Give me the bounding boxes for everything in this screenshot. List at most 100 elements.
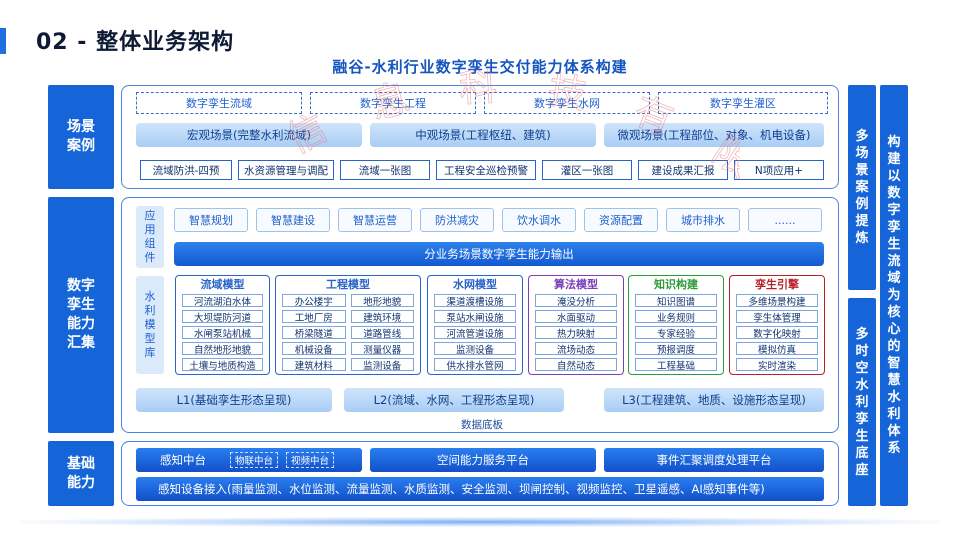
layer-label-base: 基础 能力 (48, 441, 114, 506)
right-column-char: 孪 (855, 411, 869, 427)
right-column-char: 多 (855, 326, 869, 342)
model-item: 工程基础 (635, 358, 717, 372)
scene-app-item: 流域一张图 (340, 160, 430, 180)
right-column-char: 慧 (887, 373, 901, 388)
model-tag-char: 库 (144, 346, 156, 359)
app-tag-char: 应 (144, 209, 156, 222)
right-column-char: 空 (855, 360, 869, 376)
model-item: 水面驱动 (535, 310, 617, 324)
app-tag-char: 组 (144, 237, 156, 250)
layer-label-scene: 场景 案例 (48, 85, 114, 189)
right-column-char: 以 (887, 169, 901, 184)
model-column-title: 流域模型 (200, 278, 245, 291)
scene-app-item: N项应用+ (734, 160, 824, 180)
model-column: 算法模型淹没分析水面驱动热力映射流场动态自然动态 (528, 275, 624, 375)
model-item: 桥梁隧道 (282, 326, 346, 340)
right-column-char: 流 (887, 254, 901, 269)
model-column: 工程模型办公楼宇地形地貌工地厂房建筑环境桥梁隧道道路管线机械设备测量仪器建筑材料… (275, 275, 421, 375)
right-column-char: 时 (855, 343, 869, 359)
scene-app-item: 灌区一张图 (542, 160, 632, 180)
spatial-service-platform: 空间能力服务平台 (370, 448, 596, 472)
right-column-multi-time: 多时空水利孪生底座 (848, 298, 876, 506)
model-item: 机械设备 (282, 342, 346, 356)
model-item: 河流管道设施 (434, 326, 516, 340)
model-item: 建筑环境 (350, 310, 414, 324)
right-column-char: 孪 (887, 220, 901, 235)
model-item: 流场动态 (535, 342, 617, 356)
model-item: 大坝堤防河道 (182, 310, 263, 324)
model-tag-char: 水 (144, 290, 156, 303)
scene-bottom-row: 流域防洪-四预 水资源管理与调配 流域一张图 工程安全巡检预警 灌区一张图 建设… (140, 160, 824, 180)
app-item: 智慧运营 (338, 208, 412, 232)
model-item: 实时渲染 (736, 358, 818, 372)
model-item: 专家经验 (635, 326, 717, 340)
right-column-core: 构建以数字孪生流域为核心的智慧水利体系 (880, 85, 908, 506)
model-tag-char: 型 (144, 332, 156, 345)
right-column-char: 字 (887, 203, 901, 218)
right-column-multi-scene: 多场景案例提炼 (848, 85, 876, 290)
perception-platform-label: 感知中台 (160, 453, 206, 467)
video-platform-tag: 视频中台 (286, 452, 335, 468)
model-item: 土壤与地质构造 (182, 358, 263, 372)
right-column-char: 案 (855, 180, 869, 195)
right-column-char: 炼 (855, 231, 869, 246)
app-component-tag: 应用组件 (136, 206, 164, 268)
scene-meso: 中观场景(工程枢纽、建筑) (370, 123, 596, 147)
right-column-char: 水 (855, 377, 869, 393)
scene-top-item: 数字孪生灌区 (658, 92, 828, 114)
model-item: 河流湖泊水体 (182, 294, 263, 308)
model-item: 地形地貌 (350, 294, 414, 308)
model-item: 数字化映射 (736, 326, 818, 340)
right-column-char: 生 (855, 428, 869, 444)
right-column-char: 体 (887, 424, 901, 439)
model-tag-char: 模 (144, 318, 156, 331)
right-column-char: 数 (887, 186, 901, 201)
app-item: 智慧建设 (256, 208, 330, 232)
model-item: 孪生体管理 (736, 310, 818, 324)
right-column-char: 底 (855, 445, 869, 461)
scene-app-item: 流域防洪-四预 (140, 160, 232, 180)
model-item: 淹没分析 (535, 294, 617, 308)
model-column-title: 水网模型 (453, 278, 497, 291)
right-column-char: 生 (887, 237, 901, 252)
app-item: 城市排水 (666, 208, 740, 232)
model-item: 水闸泵站机械 (182, 326, 263, 340)
model-item: 测量仪器 (350, 342, 414, 356)
base-panel: 感知中台 物联中台 视频中台 空间能力服务平台 事件汇聚调度处理平台 感知设备接… (121, 441, 839, 506)
model-tag-char: 利 (144, 304, 156, 317)
right-column-char: 水 (887, 390, 901, 405)
scene-app-item: 水资源管理与调配 (238, 160, 334, 180)
right-column-char: 景 (855, 163, 869, 178)
right-column-char: 利 (887, 407, 901, 422)
model-column-title: 工程模型 (326, 278, 370, 291)
model-item: 道路管线 (350, 326, 414, 340)
scene-top-row: 数字孪生流域 数字孪生工程 数字孪生水网 数字孪生灌区 (136, 92, 828, 114)
app-item: 智慧规划 (174, 208, 248, 232)
scene-top-item: 数字孪生工程 (310, 92, 476, 114)
model-item: 自然地形地貌 (182, 342, 263, 356)
scene-top-item: 数字孪生流域 (136, 92, 302, 114)
model-column: 知识构建知识图谱业务规则专家经验预报调度工程基础 (628, 275, 724, 375)
scene-app-item: 建设成果汇报 (638, 160, 728, 180)
capability-output-bar: 分业务场景数字孪生能力输出 (174, 242, 824, 266)
model-item: 建筑材料 (282, 358, 346, 372)
model-item-grid: 河流湖泊水体大坝堤防河道水闸泵站机械自然地形地貌土壤与地质构造 (176, 292, 269, 373)
perception-platform: 感知中台 物联中台 视频中台 (136, 448, 362, 472)
model-item: 业务规则 (635, 310, 717, 324)
model-column-title: 知识构建 (654, 278, 698, 291)
right-column-char: 构 (887, 135, 901, 150)
app-item: 资源配置 (584, 208, 658, 232)
model-item-grid: 知识图谱业务规则专家经验预报调度工程基础 (629, 292, 723, 373)
app-tag-char: 件 (144, 251, 156, 264)
right-column-char: 利 (855, 394, 869, 410)
app-tag-char: 用 (144, 223, 156, 236)
model-column: 流域模型河流湖泊水体大坝堤防河道水闸泵站机械自然地形地貌土壤与地质构造 (175, 275, 270, 375)
scene-app-item: 工程安全巡检预警 (436, 160, 536, 180)
iot-platform-tag: 物联中台 (230, 452, 279, 468)
page-title: 02 - 整体业务架构 (36, 30, 235, 55)
model-item: 模拟仿真 (736, 342, 818, 356)
right-column-char: 的 (887, 339, 901, 354)
model-item: 泵站水闸设施 (434, 310, 516, 324)
right-column-char: 提 (855, 214, 869, 229)
level-l1: L1(基础孪生形态呈现) (136, 388, 332, 412)
